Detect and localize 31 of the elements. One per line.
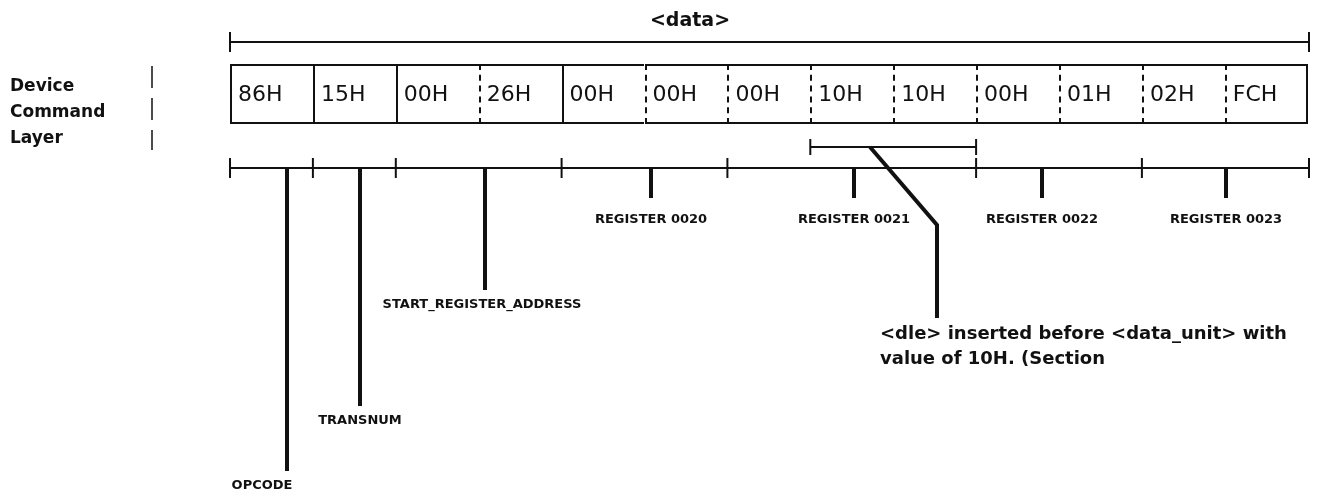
byte-cell: 00H (976, 64, 1059, 124)
byte-cell: 00H (727, 64, 811, 124)
leader-line (852, 168, 856, 198)
field-label: REGISTER 0020 (591, 208, 711, 230)
layer-label: Device Command Layer (10, 74, 107, 149)
field-label: REGISTER 0023 (1166, 208, 1286, 230)
leader-line (868, 145, 939, 318)
byte-cell: FCH (1224, 64, 1308, 124)
leader-line (649, 168, 653, 198)
field-label: TRANSNUM (310, 409, 410, 431)
field-label: REGISTER 0021 (794, 208, 914, 230)
note-text: <dle> inserted before <data_unit> with value of 10H. (Section (880, 320, 1320, 370)
leader-line (483, 168, 487, 290)
leader-line (285, 168, 289, 471)
field-label: REGISTER 0022 (982, 208, 1102, 230)
byte-cell: 10H (810, 64, 894, 124)
byte-cell: 00H (395, 64, 479, 124)
byte-cell: 10H (893, 64, 977, 124)
byte-cell: 00H (561, 64, 645, 124)
field-label: OPCODE (222, 474, 302, 496)
leader-line (1040, 168, 1044, 198)
byte-cell: 01H (1059, 64, 1142, 124)
byte-cell: 86H (230, 64, 313, 124)
byte-cell: 02H (1141, 64, 1225, 124)
dimension-label: <data> (648, 8, 732, 30)
byte-cell: 26H (478, 64, 562, 124)
byte-cell: 15H (312, 64, 396, 124)
field-label: START_REGISTER_ADDRESS (367, 293, 597, 315)
byte-cell: 00H (644, 64, 728, 124)
leader-line (358, 168, 362, 406)
leader-line (1224, 168, 1228, 198)
